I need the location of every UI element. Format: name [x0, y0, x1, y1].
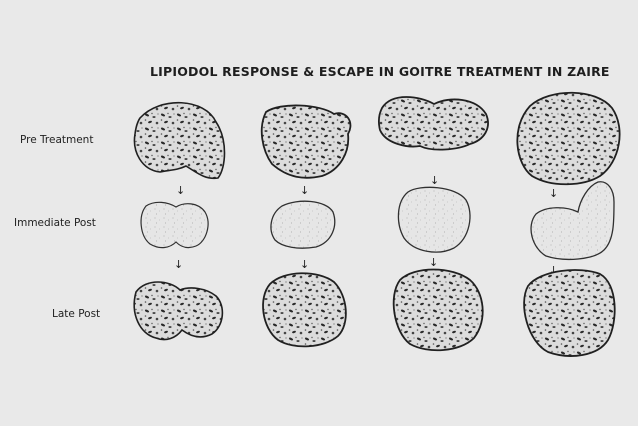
arrow-down-icon: ↓	[176, 184, 185, 197]
arrow-down-icon: ↓	[430, 174, 439, 187]
goitre-case-2-pre	[262, 105, 351, 177]
goitre-case-2-immediate	[271, 201, 335, 248]
goitre-case-3-immediate	[398, 187, 470, 252]
goitre-case-1-late	[134, 282, 222, 340]
goitre-case-2-late	[263, 273, 346, 346]
goitre-case-3-late	[394, 270, 483, 351]
goitre-case-4-late	[524, 270, 615, 356]
arrow-down-icon: ↓	[300, 258, 309, 271]
goitre-case-1-pre	[134, 103, 224, 179]
arrow-down-icon: ↓	[174, 258, 183, 271]
goitre-case-1-immediate	[141, 202, 208, 247]
goitre-case-4-pre	[517, 93, 619, 185]
goitre-case-3-pre	[379, 97, 488, 150]
arrow-down-icon: ↓	[429, 256, 438, 269]
arrow-down-icon: ↓	[549, 187, 558, 200]
arrow-down-icon: ↓	[300, 184, 309, 197]
goitre-case-4-immediate	[531, 182, 614, 260]
